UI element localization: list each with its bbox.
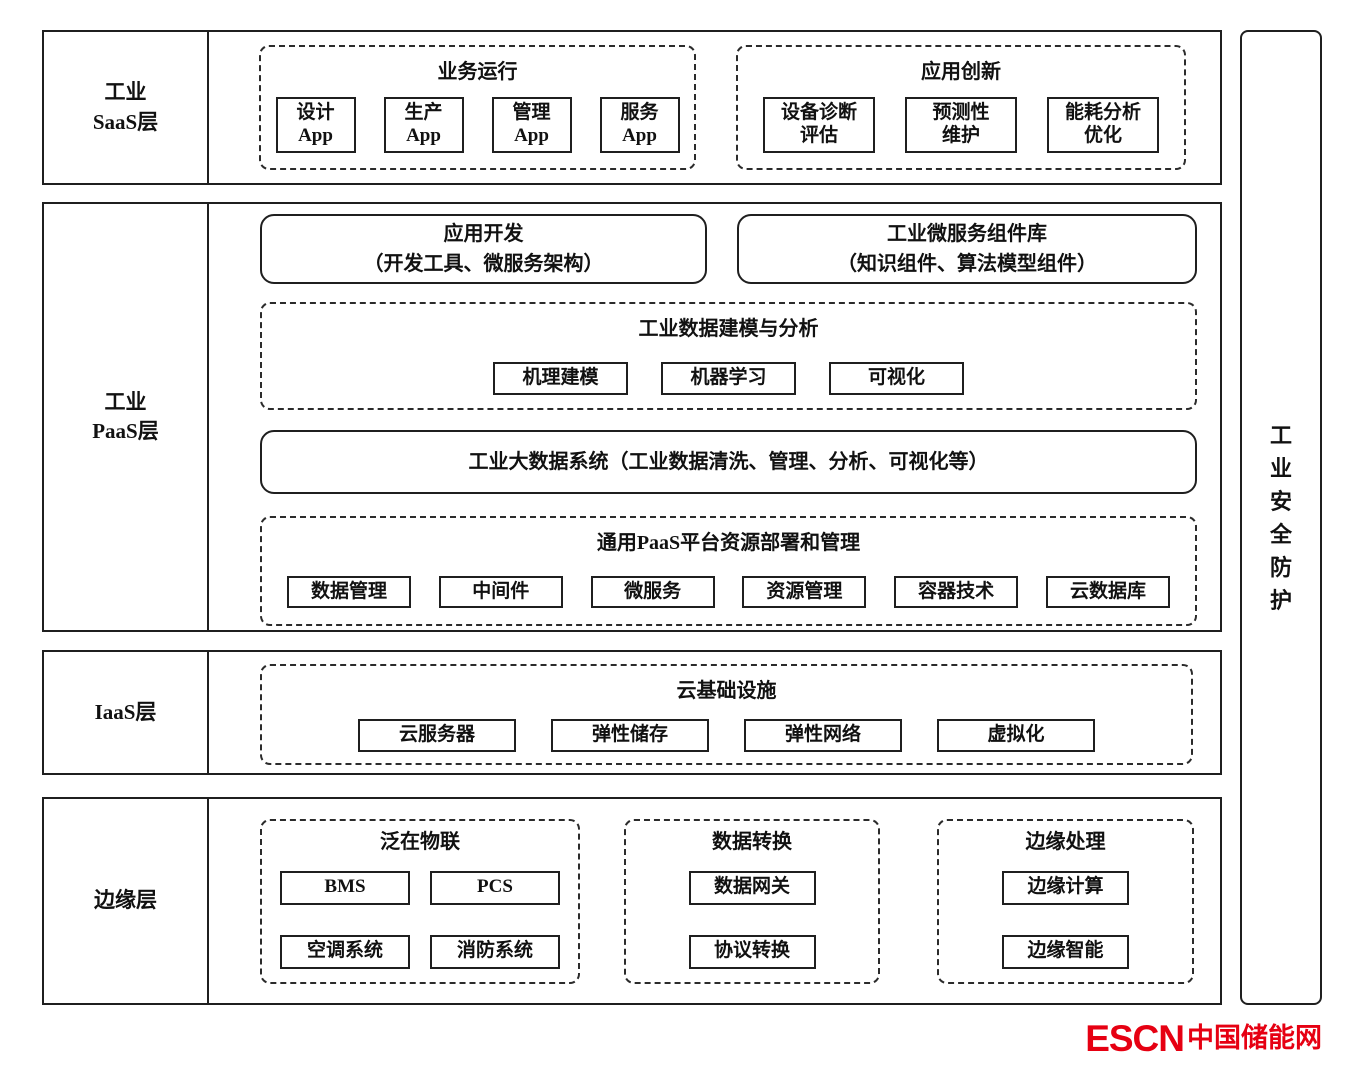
layer-row-saas: 工业 SaaS层 业务运行 设计 App 生产 App 管理 App 服务 Ap… — [42, 30, 1222, 185]
resource-chip-row: 数据管理 中间件 微服务 资源管理 容器技术 云数据库 — [262, 576, 1195, 608]
microservice-library-box: 工业微服务组件库 （知识组件、算法模型组件） — [737, 214, 1197, 284]
resource-management-box: 资源管理 — [742, 576, 867, 608]
escn-logo-site-name: 中国储能网 — [1187, 1023, 1322, 1053]
protocol-conversion-box: 协议转换 — [688, 934, 816, 969]
edge-intelligence-box: 边缘智能 — [1002, 934, 1129, 969]
group-paas-resource: 通用PaaS平台资源部署和管理 数据管理 中间件 微服务 资源管理 容器技术 云… — [260, 516, 1197, 626]
bms-box: BMS — [280, 870, 410, 905]
machine-learning-box: 机器学习 — [661, 362, 796, 395]
layer-row-iaas: IaaS层 云基础设施 云服务器 弹性储存 弹性网络 虚拟化 — [42, 650, 1222, 775]
bigdata-system-box: 工业大数据系统（工业数据清洗、管理、分析、可视化等） — [260, 430, 1197, 494]
modeling-chip-row: 机理建模 机器学习 可视化 — [262, 362, 1195, 395]
escn-logo-text: ESCN — [1085, 1018, 1185, 1059]
group-application-innovation: 应用创新 设备诊断 评估 预测性 维护 能耗分析 优化 — [736, 45, 1186, 170]
group-cloud-infrastructure: 云基础设施 云服务器 弹性储存 弹性网络 虚拟化 — [260, 664, 1193, 765]
container-tech-box: 容器技术 — [894, 576, 1019, 608]
fire-system-box: 消防系统 — [430, 934, 560, 969]
group-edge-processing: 边缘处理 边缘计算 边缘智能 — [937, 818, 1194, 984]
group-data-modeling: 工业数据建模与分析 机理建模 机器学习 可视化 — [260, 302, 1197, 410]
layer-content-edge: 泛在物联 BMS PCS 空调系统 消防系统 数据转换 数据网关 协议转换 — [209, 799, 1220, 1003]
iot-grid: BMS PCS 空调系统 消防系统 — [280, 870, 560, 969]
hvac-system-box: 空调系统 — [280, 934, 410, 969]
production-app-box: 生产 App — [383, 97, 464, 153]
microservice-box: 微服务 — [590, 576, 715, 608]
layer-content-iaas: 云基础设施 云服务器 弹性储存 弹性网络 虚拟化 — [209, 652, 1220, 773]
escn-logo: ESCN 中国储能网 — [1085, 1020, 1322, 1057]
paas-top-row: 应用开发 （开发工具、微服务架构） 工业微服务组件库 （知识组件、算法模型组件） — [260, 214, 1197, 284]
cloud-database-box: 云数据库 — [1045, 576, 1170, 608]
layer-label-edge: 边缘层 — [44, 799, 209, 1003]
device-diagnosis-box: 设备诊断 评估 — [763, 97, 875, 153]
group-title-paas-resource: 通用PaaS平台资源部署和管理 — [596, 532, 861, 554]
design-app-box: 设计 App — [275, 97, 356, 153]
conversion-stack: 数据网关 协议转换 — [688, 870, 816, 969]
group-title-edge-processing: 边缘处理 — [1025, 830, 1106, 853]
layer-content-paas: 应用开发 （开发工具、微服务架构） 工业微服务组件库 （知识组件、算法模型组件）… — [209, 204, 1224, 630]
predictive-maintenance-box: 预测性 维护 — [905, 97, 1017, 153]
mechanism-modeling-box: 机理建模 — [493, 362, 628, 395]
security-protection-column: 工 业 安 全 防 护 — [1240, 30, 1322, 1005]
cloud-chip-row: 云服务器 弹性储存 弹性网络 虚拟化 — [262, 719, 1191, 752]
layer-label-saas: 工业 SaaS层 — [44, 32, 209, 183]
management-app-box: 管理 App — [491, 97, 572, 153]
layer-row-edge: 边缘层 泛在物联 BMS PCS 空调系统 消防系统 数据转换 数据网关 协议转… — [42, 797, 1222, 1005]
layer-row-paas: 工业 PaaS层 应用开发 （开发工具、微服务架构） 工业微服务组件库 （知识组… — [42, 202, 1222, 632]
virtualization-box: 虚拟化 — [937, 719, 1095, 752]
group-ubiquitous-iot: 泛在物联 BMS PCS 空调系统 消防系统 — [260, 818, 580, 984]
group-title-application-innovation: 应用创新 — [921, 61, 1001, 83]
visualization-box: 可视化 — [829, 362, 964, 395]
service-app-box: 服务 App — [599, 97, 680, 153]
elastic-network-box: 弹性网络 — [744, 719, 902, 752]
elastic-storage-box: 弹性储存 — [551, 719, 709, 752]
group-title-data-conversion: 数据转换 — [712, 830, 792, 853]
group-title-data-modeling: 工业数据建模与分析 — [638, 318, 819, 340]
cloud-server-box: 云服务器 — [358, 719, 516, 752]
data-management-box: 数据管理 — [287, 576, 411, 608]
group-data-conversion: 数据转换 数据网关 协议转换 — [624, 818, 880, 984]
group-title-business-operation: 业务运行 — [437, 61, 518, 83]
data-gateway-box: 数据网关 — [688, 870, 816, 905]
middleware-box: 中间件 — [438, 576, 563, 608]
pcs-box: PCS — [430, 870, 560, 905]
business-app-row: 设计 App 生产 App 管理 App 服务 App — [275, 97, 680, 153]
group-title-ubiquitous-iot: 泛在物联 — [380, 830, 460, 853]
app-development-box: 应用开发 （开发工具、微服务架构） — [260, 214, 707, 284]
edge-computing-box: 边缘计算 — [1002, 870, 1129, 905]
layer-label-paas: 工业 PaaS层 — [44, 204, 209, 630]
innovation-app-row: 设备诊断 评估 预测性 维护 能耗分析 优化 — [763, 97, 1159, 153]
energy-analysis-box: 能耗分析 优化 — [1047, 97, 1159, 153]
group-business-operation: 业务运行 设计 App 生产 App 管理 App 服务 App — [259, 45, 696, 170]
layer-content-saas: 业务运行 设计 App 生产 App 管理 App 服务 App 应用创新 设备… — [209, 32, 1220, 183]
group-title-cloud-infrastructure: 云基础设施 — [676, 680, 777, 702]
processing-stack: 边缘计算 边缘智能 — [1002, 870, 1129, 969]
platform-architecture-diagram: 工业 SaaS层 业务运行 设计 App 生产 App 管理 App 服务 Ap… — [42, 30, 1322, 1005]
layer-label-iaas: IaaS层 — [44, 652, 209, 773]
